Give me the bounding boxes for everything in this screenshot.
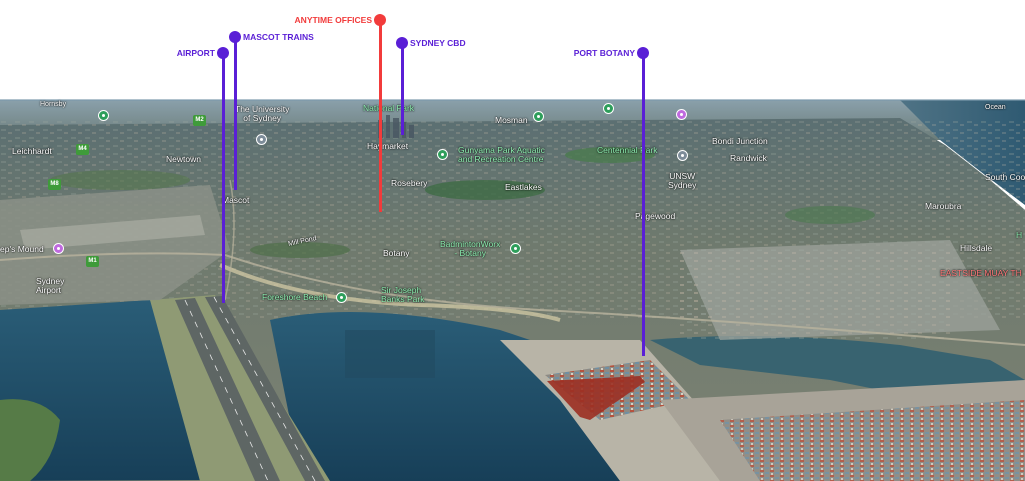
map-label-unsw: UNSW Sydney (668, 171, 697, 190)
beach-pin-icon[interactable] (336, 292, 347, 303)
map-label-rosebery: Rosebery (391, 178, 428, 188)
badminton-pin-icon[interactable] (510, 243, 521, 254)
marker-pin-port-botany[interactable] (637, 47, 649, 59)
park-pin-icon[interactable] (98, 110, 109, 121)
attraction-pin-icon[interactable] (676, 109, 687, 120)
marker-line-sydney-cbd (400, 43, 404, 135)
park-pin-icon-2[interactable] (603, 103, 614, 114)
route-shield-m1: M1 (86, 256, 99, 267)
map-label-ocean: Ocean (985, 104, 1006, 111)
marker-label-port-botany: PORT BOTANY (573, 48, 635, 58)
aquatic-centre-pin-icon[interactable] (437, 149, 448, 160)
unsw-pin-icon[interactable] (677, 150, 688, 161)
route-shield-m8: M8 (48, 179, 61, 190)
map-label-centennial: Centennial Park (597, 145, 658, 155)
map-label-hillsdale: Hillsdale (960, 243, 993, 253)
map-label-mascot: Mascot (222, 195, 250, 205)
map-label-botany: Botany (383, 248, 410, 258)
map-label-sydney-airport: Sydney Airport (36, 276, 65, 295)
map-label-leichhardt: Leichhardt (12, 146, 52, 156)
map-label-pagewood: Pagewood (635, 211, 676, 221)
map-label-eastlakes: Eastlakes (505, 182, 542, 192)
map-label-bondi-junction: Bondi Junction (712, 136, 768, 146)
map-label-university: The University of Sydney (235, 104, 290, 123)
map-label-maroubra: Maroubra (925, 201, 962, 211)
map-label-gunyama: Gunyama Park Aquatic and Recreation Cent… (458, 145, 545, 164)
map-label-south-coogee: South Coo (985, 172, 1025, 182)
map-label-newtown: Newtown (166, 154, 201, 164)
marker-label-mascot-trains: MASCOT TRAINS (243, 32, 314, 42)
marker-label-sydney-cbd: SYDNEY CBD (410, 38, 466, 48)
route-shield-m2: M2 (193, 115, 206, 126)
map-label-haymarket: Haymarket (367, 141, 409, 151)
marker-pin-anytime-offices[interactable] (374, 14, 386, 26)
marker-pin-airport[interactable] (217, 47, 229, 59)
map-label-h-edge: H (1016, 230, 1023, 240)
marker-line-anytime-offices (378, 20, 382, 212)
map-label-mosman: Mosman (495, 115, 528, 125)
map-label-hornsby: Hornsby (40, 101, 67, 108)
marker-pin-sydney-cbd[interactable] (396, 37, 408, 49)
map-label-badmintonworx: BadmintonWorx - Botany (440, 239, 501, 258)
map-label-sir-joseph: Sir Joseph Banks Park (381, 285, 425, 304)
marker-line-port-botany (641, 53, 645, 356)
route-shield-m4: M4 (76, 144, 89, 155)
university-pin-icon[interactable] (256, 134, 267, 145)
map-top-edge (0, 99, 1025, 101)
marker-label-airport: AIRPORT (176, 48, 215, 58)
marker-label-anytime-offices: ANYTIME OFFICES (294, 15, 372, 25)
mound-pin-icon[interactable] (53, 243, 64, 254)
map-label-randwick: Randwick (730, 153, 767, 163)
marker-line-airport (221, 53, 225, 303)
map-label-foreshore-beach: Foreshore Beach (262, 292, 328, 302)
mosman-pin-icon[interactable] (533, 111, 544, 122)
marker-pin-mascot-trains[interactable] (229, 31, 241, 43)
map-label-eastside-muay: EASTSIDE MUAY TH (940, 268, 1022, 278)
map-label-tempe: ep's Mound (0, 244, 44, 254)
map-label-national-park: National Park (363, 103, 415, 113)
marker-line-mascot-trains (233, 37, 237, 190)
